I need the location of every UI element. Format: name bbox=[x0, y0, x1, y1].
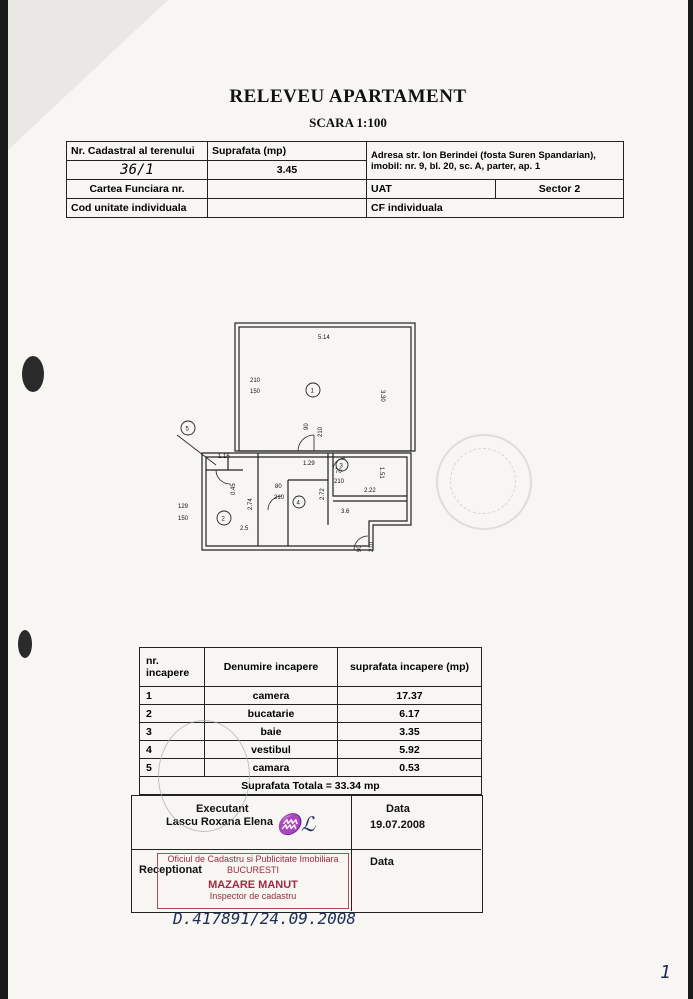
dim-door1-top: 210 bbox=[250, 378, 261, 384]
dim-116: 1.16 bbox=[218, 454, 230, 460]
cadastral-label: Nr. Cadastral al terenului bbox=[66, 141, 208, 161]
carte-funciara-label: Cartea Funciara nr. bbox=[66, 179, 208, 199]
dim-129: 1.29 bbox=[303, 461, 315, 467]
table-row: 4 vestibul 5.92 bbox=[139, 740, 482, 759]
cadastral-value: 36/1 bbox=[66, 160, 208, 180]
dim-90b: 90 bbox=[357, 545, 363, 552]
room-area: 0.53 bbox=[337, 758, 482, 777]
room-number-5: 5 bbox=[186, 427, 190, 433]
faded-round-stamp bbox=[436, 434, 532, 530]
dim-272: 2.72 bbox=[320, 488, 326, 500]
dim-36: 3.6 bbox=[341, 509, 350, 515]
dim-h1: 210 bbox=[318, 426, 324, 437]
room-number-2: 2 bbox=[222, 517, 226, 523]
signatures-divider bbox=[131, 849, 481, 850]
dim-151: 1.51 bbox=[378, 467, 384, 479]
dim-80: 80 bbox=[275, 484, 282, 490]
dim-70: 70 bbox=[335, 469, 342, 475]
room-nr: 1 bbox=[139, 686, 205, 705]
stamp-line-3: MAZARE MANUT bbox=[208, 879, 298, 891]
uat-label: UAT bbox=[366, 179, 496, 199]
receptionat-label: Receptionat bbox=[139, 864, 202, 876]
data2-label: Data bbox=[370, 856, 394, 868]
dim-222: 2.22 bbox=[364, 488, 376, 494]
room-number-3: 3 bbox=[340, 464, 344, 470]
dim-w129: 129 bbox=[178, 504, 189, 510]
executant-date: 19.07.2008 bbox=[370, 819, 426, 831]
document-page: RELEVEU APARTAMENT SCARA 1:100 Nr. Cadas… bbox=[8, 0, 688, 999]
data-label: Data bbox=[386, 803, 410, 815]
address-cell: Adresa str. Ion Berindei (fosta Suren Sp… bbox=[366, 141, 624, 180]
area-label: Suprafata (mp) bbox=[207, 141, 367, 161]
stamp-line-4: Inspector de cadastru bbox=[209, 891, 297, 901]
room-nr: 2 bbox=[139, 704, 205, 723]
cod-value bbox=[207, 198, 367, 218]
cadastral-info-table: Nr. Cadastral al terenului Suprafata (mp… bbox=[66, 141, 624, 218]
room-area: 6.17 bbox=[337, 704, 482, 723]
document-scale: SCARA 1:100 bbox=[309, 115, 387, 130]
col-area-header: suprafata incapere (mp) bbox=[337, 647, 482, 687]
room-name: camera bbox=[204, 686, 338, 705]
room-number-4: 4 bbox=[297, 501, 301, 507]
stamp-line-1: Oficiul de Cadastru si Publicitate Imobi… bbox=[167, 854, 339, 864]
dim-274: 2.74 bbox=[248, 498, 254, 510]
area-value: 3.45 bbox=[207, 160, 367, 180]
room-area: 17.37 bbox=[337, 686, 482, 705]
dim-w150: 150 bbox=[178, 516, 189, 522]
floor-plan: 1 2 3 4 5 5.14 3.30 210 150 90 210 1.29 … bbox=[176, 322, 416, 552]
sector-value: Sector 2 bbox=[495, 179, 624, 199]
table-row: 2 bucatarie 6.17 bbox=[139, 704, 482, 723]
signatures-col-divider bbox=[351, 795, 352, 911]
room-number-1: 1 bbox=[311, 389, 315, 395]
punch-hole-bottom bbox=[18, 630, 32, 658]
handwritten-reference: D.417891/24.09.2008 bbox=[173, 909, 357, 928]
signatures-box bbox=[131, 795, 483, 913]
dim-210c: 210 bbox=[334, 479, 345, 485]
document-title: RELEVEU APARTAMENT bbox=[229, 86, 467, 107]
dim-top: 5.14 bbox=[318, 335, 330, 341]
cf-label: CF individuala bbox=[366, 198, 624, 218]
punch-hole-top bbox=[22, 356, 44, 392]
table-row: 1 camera 17.37 bbox=[139, 686, 482, 705]
col-nr-header: nr. incapere bbox=[139, 647, 205, 687]
inspector-stamp: Oficiul de Cadastru si Publicitate Imobi… bbox=[157, 853, 349, 909]
room-area: 5.92 bbox=[337, 740, 482, 759]
col-name-header: Denumire incapere bbox=[204, 647, 338, 687]
stamp-line-2: BUCURESTI bbox=[226, 865, 279, 875]
faded-certification-stamp bbox=[158, 720, 250, 832]
page-fold bbox=[8, 0, 168, 150]
dim-210d: 210 bbox=[369, 541, 375, 552]
page-mark: 1 bbox=[660, 962, 671, 983]
table-row: 3 baie 3.35 bbox=[139, 722, 482, 741]
carte-funciara-value bbox=[207, 179, 367, 199]
dim-045: 0.45 bbox=[231, 483, 237, 495]
dim-210b: 210 bbox=[274, 495, 285, 501]
dim-door1-bot: 150 bbox=[250, 389, 261, 395]
dim-right: 3.30 bbox=[379, 390, 385, 402]
room-name: bucatarie bbox=[204, 704, 338, 723]
executant-signature-icon: ♒ℒ bbox=[276, 812, 316, 836]
dim-w1: 90 bbox=[304, 423, 310, 430]
dim-25: 2.5 bbox=[240, 526, 249, 532]
room-area: 3.35 bbox=[337, 722, 482, 741]
cod-label: Cod unitate individuala bbox=[66, 198, 208, 218]
